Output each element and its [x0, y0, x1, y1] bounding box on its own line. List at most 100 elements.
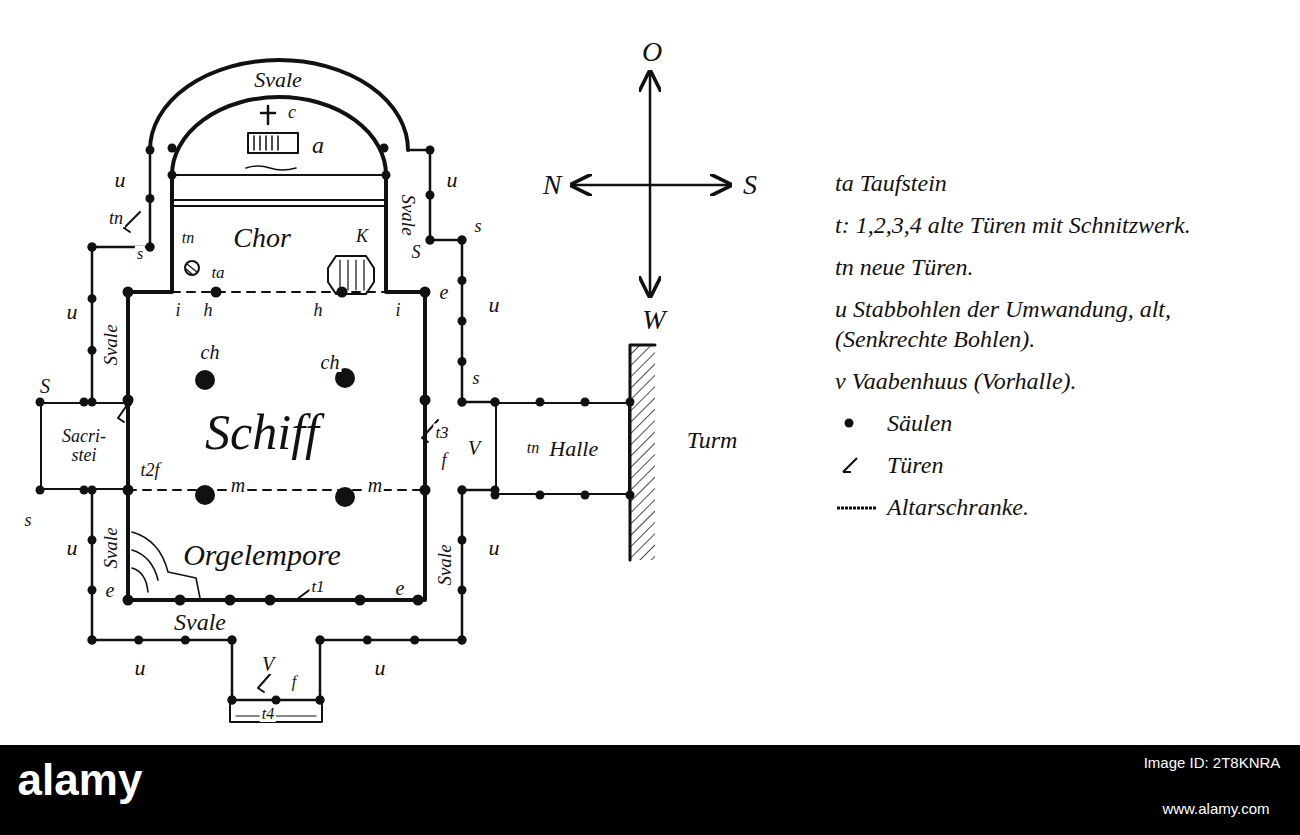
column-dot: [228, 696, 237, 705]
plan-letter: Svale: [101, 525, 120, 570]
column-dot: [426, 236, 435, 245]
column-dot: [175, 595, 186, 606]
column-dot: [124, 486, 133, 495]
column-dot: [458, 486, 467, 495]
column-dot: [316, 696, 325, 705]
plan-letter: tn: [107, 209, 125, 227]
room-name: Halle: [549, 437, 598, 460]
column-dot: [228, 696, 237, 705]
plan-letter: f: [439, 451, 448, 469]
column-dot: [228, 636, 237, 645]
plan-letter: ch: [199, 342, 222, 362]
legend-row: Türen: [835, 450, 1280, 480]
plan-letter: u: [487, 294, 502, 316]
column-dot: [355, 595, 366, 606]
room-label: S: [741, 171, 759, 199]
column-dot: [146, 243, 155, 252]
legend-row: tn neue Türen.: [835, 252, 1280, 282]
plan-letter: i: [173, 301, 182, 319]
plan-letter: u: [65, 537, 80, 559]
column-dot: [88, 243, 97, 252]
column-dot: [88, 536, 97, 545]
plan-letter: u: [65, 301, 80, 323]
plan-letter: e: [104, 580, 117, 600]
column-dot: [181, 636, 190, 645]
plan-letter: Svale: [252, 69, 304, 91]
column-dot: [228, 636, 237, 645]
legend-row: t: 1,2,3,4 alte Türen mit Schnitzwerk.: [835, 210, 1280, 240]
room-label: Schiff: [203, 407, 321, 457]
plan-letter: t4: [260, 706, 276, 722]
plan-letter: s: [472, 217, 483, 235]
legend-row: v Vaabenhuus (Vorhalle).: [835, 366, 1280, 396]
watermark-text: www.alamy.com: [1160, 801, 1271, 816]
room-label: Chor: [231, 224, 293, 252]
column-dot: [458, 236, 467, 245]
plan-letter: Svale: [399, 192, 418, 237]
plan-letter: u: [133, 657, 148, 679]
column-dot: [458, 398, 467, 407]
column-dot: [536, 491, 545, 500]
room-label: O: [640, 38, 664, 66]
column-dot: [410, 636, 419, 645]
column-dot: [458, 586, 467, 595]
plan-letter: h: [312, 301, 325, 319]
plan-letter: Svale: [435, 542, 454, 587]
plan-letter: t1: [309, 578, 326, 595]
plan-letter: f: [290, 674, 298, 690]
column-dot: [211, 287, 222, 298]
column-dot: [458, 398, 467, 407]
legend-sample: [835, 412, 879, 434]
column-dot: [134, 636, 143, 645]
column-dot: [420, 485, 431, 496]
column-dot: [146, 243, 155, 252]
plan-letter: V: [260, 654, 276, 674]
legend-text: Türen: [887, 450, 943, 480]
column-dot: [458, 636, 467, 645]
legend: ta Taufsteint: 1,2,3,4 alte Türen mit Sc…: [835, 168, 1280, 522]
column-dot: [382, 171, 391, 180]
column-dot: [458, 486, 467, 495]
column-dot: [88, 586, 97, 595]
column-dot: [123, 287, 134, 298]
legend-sample: [835, 454, 879, 476]
legend-text: v Vaabenhuus (Vorhalle).: [835, 366, 1077, 396]
plan-letter: t3: [433, 424, 450, 441]
legend-text: tn neue Türen.: [835, 252, 973, 282]
column-dot: [272, 696, 281, 705]
column-dot: [88, 294, 97, 303]
column-dot: [363, 636, 372, 645]
plan-letter: ta: [209, 264, 226, 281]
column-dot: [337, 287, 348, 298]
plan-letter: c: [286, 103, 298, 121]
room-name: Sacri- stei: [53, 427, 115, 465]
plan-letter: u: [445, 169, 460, 191]
plan-letter: s: [22, 511, 33, 529]
column-dot: [420, 395, 431, 406]
room-label: N: [541, 171, 564, 199]
plan-letter: S: [38, 376, 52, 396]
plan-letter: s: [135, 246, 145, 262]
plan-letter: s: [470, 369, 481, 387]
plan-letter: h: [202, 301, 215, 319]
column-dot: [458, 236, 467, 245]
plan-letter: Turm: [685, 428, 740, 452]
column-dot: [458, 317, 467, 326]
column-dot: [225, 595, 236, 606]
legend-row: Säulen: [835, 408, 1280, 438]
column-dot: [88, 636, 97, 645]
legend-sample: [835, 496, 879, 518]
column-dot: [426, 236, 435, 245]
plan-letter: u: [113, 169, 128, 191]
column-dot: [581, 491, 590, 500]
plan-letter: S: [410, 243, 423, 261]
column-dot: [426, 146, 435, 155]
legend-sample-mark: [843, 458, 857, 472]
plan-letter: Svale: [101, 322, 120, 367]
column-dot: [123, 485, 134, 496]
legend-text: Altarschranke.: [887, 492, 1029, 522]
column-dot: [88, 636, 97, 645]
plan-letter: ch: [319, 352, 342, 372]
plan-letter: i: [393, 301, 402, 319]
column-dot: [195, 485, 215, 505]
